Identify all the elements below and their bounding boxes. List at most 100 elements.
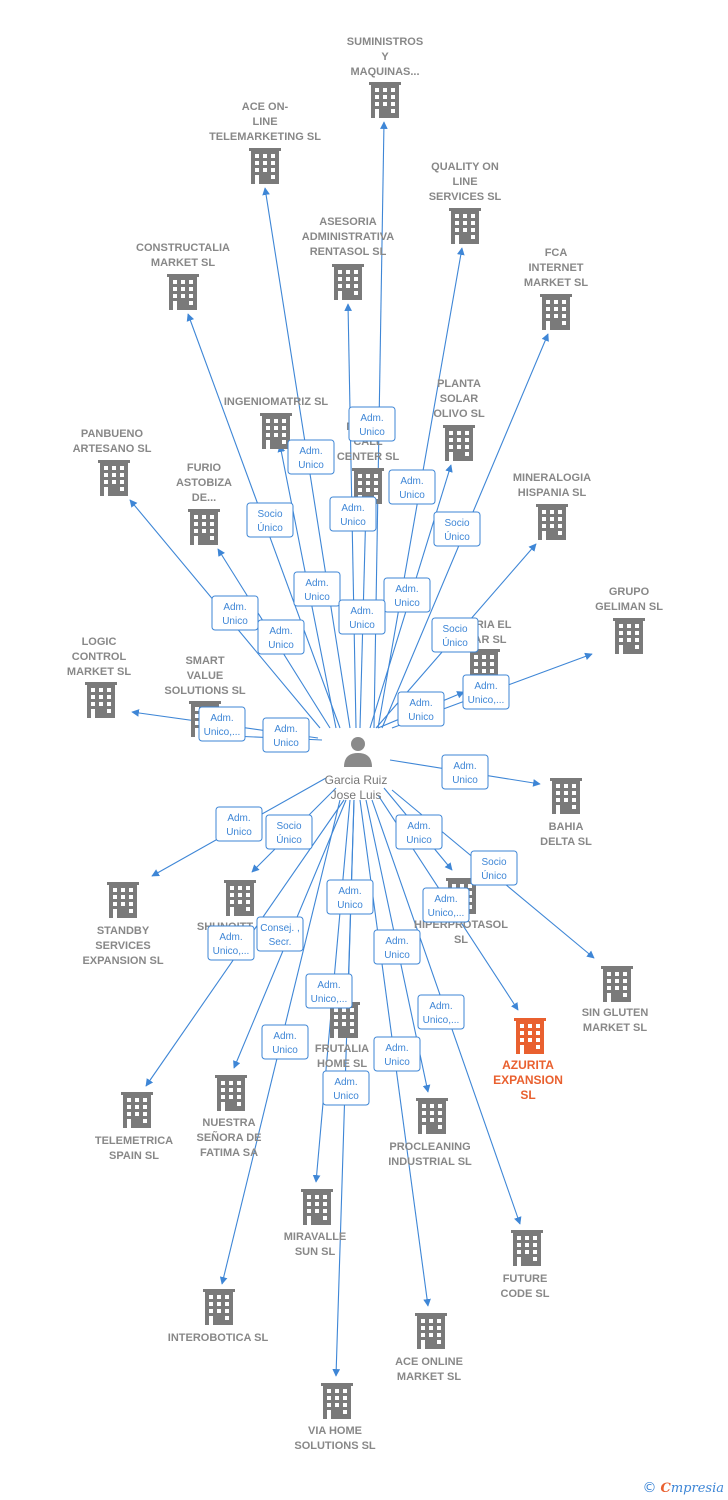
relationship-box: [261, 1024, 309, 1060]
company-node-shunoitt[interactable]: SHUNOITT: [197, 880, 256, 933]
relationship-badge-standby[interactable]: Adm.Unico: [215, 806, 263, 842]
relationship-text: Adm.: [334, 1077, 357, 1088]
relationship-badge-quality-online[interactable]: Adm.Unico: [388, 469, 436, 505]
company-label: TELEMETRICA: [95, 1135, 173, 1147]
relationship-badge-miravalle[interactable]: Adm.Unico: [326, 879, 374, 915]
company-label: HISPANIA SL: [518, 487, 587, 499]
footer: © Cmpresia: [643, 1480, 725, 1496]
relationship-badge-suministros[interactable]: Adm.Unico: [348, 406, 396, 442]
relationship-badge-constructalia[interactable]: Adm.Unico: [293, 571, 341, 607]
company-node-suministros[interactable]: SUMINISTROSYMAQUINAS...: [347, 36, 423, 118]
company-label: SUN SL: [295, 1246, 336, 1258]
relationship-text: Socio: [442, 624, 467, 635]
relationship-box: [265, 814, 313, 850]
relationship-badge-hiper-rotasol[interactable]: Adm.Unico: [395, 814, 443, 850]
brand-logo[interactable]: Cmpresia: [660, 1480, 725, 1496]
relationship-text: Adm.: [429, 1001, 452, 1012]
relationship-box: [373, 1036, 421, 1072]
relationship-text: Único: [444, 530, 470, 543]
building-icon: [85, 682, 117, 718]
relationship-badge-smart-value[interactable]: Adm.Unico: [262, 717, 310, 753]
relationship-badge-furio-astobiza[interactable]: Adm.Unico: [257, 619, 305, 655]
relationship-text: Adm.: [360, 413, 383, 424]
company-label: ARTESANO SL: [73, 443, 152, 455]
relationship-badge-planta-solar[interactable]: Adm.Unico: [383, 577, 431, 613]
relationship-badge-bahia-delta[interactable]: Adm.Unico: [441, 754, 489, 790]
relationship-text: Unico: [268, 640, 294, 651]
relationship-badge-panbueno[interactable]: Adm.Unico: [211, 595, 259, 631]
company-node-furio-astobiza[interactable]: FURIOASTOBIZADE...: [176, 462, 232, 545]
relationship-text: Adm.: [273, 1031, 296, 1042]
relationship-text: Unico: [384, 1057, 410, 1068]
building-icon: [415, 1313, 447, 1349]
relationship-text: Unico: [340, 517, 366, 528]
company-label: SEÑORA DE: [197, 1131, 262, 1144]
building-icon: [601, 966, 633, 1002]
relationship-text: Único: [276, 833, 302, 846]
company-label: VIA HOME: [308, 1425, 362, 1437]
company-label: FUTURE: [503, 1273, 548, 1285]
relationship-box: [373, 929, 421, 965]
relationship-badge-frutalia[interactable]: Adm.Unico,...: [305, 973, 353, 1009]
relationship-text: Unico: [408, 712, 434, 723]
building-icon: [249, 148, 281, 184]
building-icon: [449, 208, 481, 244]
relationship-badge-interobotica[interactable]: Adm.Unico: [261, 1024, 309, 1060]
company-label: NUESTRA: [202, 1117, 255, 1129]
company-label: SUMINISTROS: [347, 36, 423, 48]
relationship-badge-ace-online-market[interactable]: Adm.Unico: [373, 1036, 421, 1072]
relationship-text: Unico: [226, 827, 252, 838]
relationship-badge-logic-control[interactable]: Adm.Unico,...: [198, 706, 246, 742]
relationship-badge-mac-call-center[interactable]: Adm.Unico: [338, 599, 386, 635]
relationship-badge-eria-el-ar[interactable]: Adm.Unico: [397, 691, 445, 727]
center-person[interactable]: Garcia Ruiz Jose Luis: [325, 737, 388, 802]
relationship-badge-nuestra-senora[interactable]: Consej. ,Secr.: [256, 916, 304, 952]
relationship-text: Adm.: [395, 584, 418, 595]
company-node-interobotica[interactable]: INTEROBOTICA SL: [168, 1289, 269, 1344]
company-label: ACE ON-: [242, 101, 289, 113]
relationship-badge-grupo-geliman[interactable]: Adm.Unico,...: [462, 674, 510, 710]
relationship-text: Adm.: [299, 446, 322, 457]
relationship-text: Unico: [399, 490, 425, 501]
relationship-badge-via-home[interactable]: Adm.Unico: [322, 1070, 370, 1106]
relationship-badge-procleaning[interactable]: Adm.Unico: [373, 929, 421, 965]
relationship-badge-asesoria[interactable]: Adm.Unico: [329, 496, 377, 532]
relationship-badge-future-code[interactable]: Adm.Unico,...: [417, 994, 465, 1030]
building-icon: [514, 1018, 546, 1054]
company-node-ingeniomatriz[interactable]: INGENIOMATRIZ SL: [224, 396, 329, 449]
building-icon: [301, 1189, 333, 1225]
relationship-badge-ace-online-telemarketing[interactable]: Adm.Unico: [287, 439, 335, 475]
relationship-text: Unico: [452, 775, 478, 786]
relationship-badge-azurita[interactable]: Adm.Unico,...: [422, 887, 470, 923]
relationship-badge-telemetrica[interactable]: Adm.Unico,...: [207, 925, 255, 961]
